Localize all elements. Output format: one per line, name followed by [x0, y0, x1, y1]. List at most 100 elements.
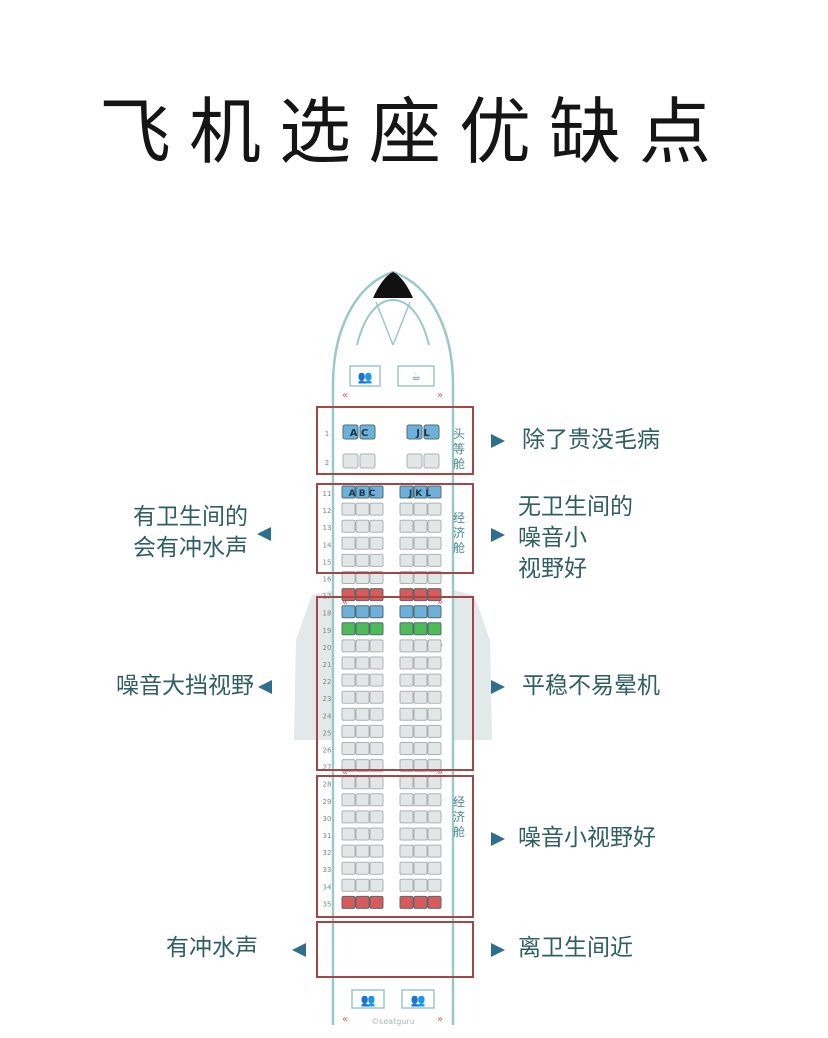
seat[interactable] [341, 759, 356, 773]
seat[interactable] [406, 424, 423, 440]
seat[interactable] [413, 605, 428, 619]
seat[interactable] [369, 485, 384, 499]
seat[interactable] [399, 724, 414, 738]
seat[interactable] [341, 502, 356, 516]
seat[interactable] [413, 571, 428, 584]
seat[interactable] [399, 861, 414, 875]
seat[interactable] [341, 639, 356, 653]
seat[interactable] [413, 673, 428, 687]
seat[interactable] [427, 656, 442, 670]
seat[interactable] [342, 424, 359, 440]
seat[interactable] [341, 605, 356, 619]
seat[interactable] [427, 724, 442, 738]
seat[interactable] [355, 844, 370, 858]
seat[interactable] [369, 553, 384, 567]
seat[interactable] [427, 673, 442, 687]
seat[interactable] [427, 793, 442, 807]
seat[interactable] [341, 827, 356, 841]
seat[interactable] [399, 656, 414, 670]
seat[interactable] [359, 424, 376, 440]
seat[interactable] [413, 861, 428, 875]
seat[interactable] [369, 707, 384, 721]
seat[interactable] [341, 844, 356, 858]
seat[interactable] [413, 588, 428, 602]
seat[interactable] [341, 553, 356, 567]
seat[interactable] [355, 878, 370, 892]
seat[interactable] [413, 639, 428, 653]
seat[interactable] [413, 502, 428, 516]
seat[interactable] [369, 895, 384, 909]
seat[interactable] [399, 776, 414, 790]
seat[interactable] [369, 810, 384, 824]
seat[interactable] [341, 810, 356, 824]
seat[interactable] [423, 453, 440, 469]
seat[interactable] [423, 424, 440, 440]
seat[interactable] [413, 553, 428, 567]
seat[interactable] [341, 878, 356, 892]
seat[interactable] [369, 571, 384, 584]
seat[interactable] [427, 553, 442, 567]
seat[interactable] [399, 588, 414, 602]
seat[interactable] [355, 895, 370, 909]
seat[interactable] [369, 622, 384, 636]
seat[interactable] [413, 536, 428, 550]
seat[interactable] [359, 453, 376, 469]
seat[interactable] [427, 759, 442, 773]
seat[interactable] [369, 673, 384, 687]
seat[interactable] [341, 690, 356, 704]
seat[interactable] [427, 502, 442, 516]
seat[interactable] [399, 810, 414, 824]
seat[interactable] [369, 536, 384, 550]
seat[interactable] [355, 742, 370, 755]
seat[interactable] [413, 827, 428, 841]
seat[interactable] [413, 690, 428, 704]
seat[interactable] [355, 793, 370, 807]
seat[interactable] [413, 707, 428, 721]
seat[interactable] [341, 622, 356, 636]
seat[interactable] [341, 707, 356, 721]
seat[interactable] [399, 605, 414, 619]
seat[interactable] [427, 810, 442, 824]
seat[interactable] [413, 844, 428, 858]
seat[interactable] [355, 810, 370, 824]
seat[interactable] [413, 656, 428, 670]
seat[interactable] [341, 519, 356, 533]
seat[interactable] [427, 827, 442, 841]
seat[interactable] [399, 878, 414, 892]
seat[interactable] [355, 861, 370, 875]
seat[interactable] [399, 553, 414, 567]
seat[interactable] [355, 553, 370, 567]
seat[interactable] [355, 690, 370, 704]
seat[interactable] [413, 895, 428, 909]
seat[interactable] [341, 673, 356, 687]
seat[interactable] [341, 776, 356, 790]
seat[interactable] [355, 656, 370, 670]
seat[interactable] [427, 519, 442, 533]
seat[interactable] [399, 742, 414, 755]
seat[interactable] [341, 656, 356, 670]
seat[interactable] [399, 639, 414, 653]
seat[interactable] [369, 639, 384, 653]
seat[interactable] [369, 793, 384, 807]
seat[interactable] [399, 536, 414, 550]
seat[interactable] [355, 519, 370, 533]
seat[interactable] [369, 690, 384, 704]
seat[interactable] [341, 861, 356, 875]
seat[interactable] [355, 571, 370, 584]
seat[interactable] [355, 536, 370, 550]
seat[interactable] [399, 622, 414, 636]
seat[interactable] [399, 571, 414, 584]
seat[interactable] [427, 536, 442, 550]
seat[interactable] [427, 639, 442, 653]
seat[interactable] [342, 453, 359, 469]
seat[interactable] [399, 895, 414, 909]
seat[interactable] [355, 622, 370, 636]
seat[interactable] [355, 639, 370, 653]
seat[interactable] [399, 793, 414, 807]
seat[interactable] [341, 793, 356, 807]
seat[interactable] [369, 759, 384, 773]
seat[interactable] [369, 742, 384, 755]
seat[interactable] [341, 742, 356, 755]
seat[interactable] [399, 844, 414, 858]
seat[interactable] [355, 707, 370, 721]
